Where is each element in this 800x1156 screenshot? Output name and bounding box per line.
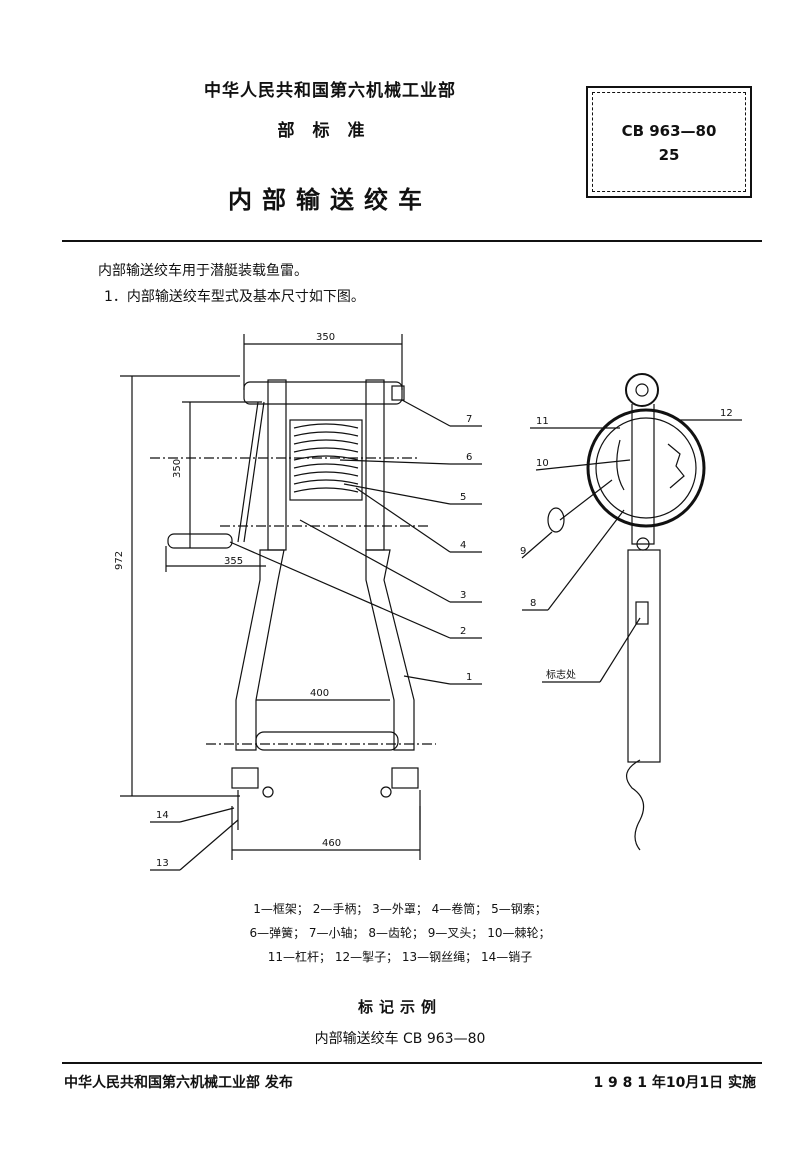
callout-14: 14: [156, 810, 169, 821]
dim-460: 460: [322, 838, 341, 849]
winch-drawing: 350 350 972 355 400 460 7 6 5 4 3 2 1 14…: [114, 332, 742, 871]
callout-7: 7: [466, 414, 472, 425]
standard-code: CB 963—80: [621, 122, 717, 140]
callout-13: 13: [156, 858, 169, 869]
standard-type: 部标准: [277, 121, 383, 141]
document-title: 内部输送绞车: [228, 186, 432, 214]
callout-11: 11: [536, 416, 549, 427]
dim-350-top: 350: [316, 332, 335, 343]
callout-2: 2: [460, 626, 466, 637]
legend-line-1: 1—框架； 2—手柄； 3—外罩； 4—卷筒； 5—钢索；: [253, 902, 547, 916]
marking-example-title: 标记示例: [357, 998, 442, 1016]
standard-code-box: CB 963—80 25: [586, 86, 752, 198]
callout-4: 4: [460, 540, 466, 551]
clause-1-text: 1．内部输送绞车型式及基本尺寸如下图。: [104, 289, 365, 305]
legend-line-3: 11—杠杆； 12—掣子； 13—钢丝绳； 14—销子: [267, 950, 533, 964]
callout-10: 10: [536, 458, 549, 469]
callout-8: 8: [530, 598, 536, 609]
callout-1: 1: [466, 672, 472, 683]
legend-line-2: 6—弹簧； 7—小轴； 8—齿轮； 9—叉头； 10—棘轮；: [249, 926, 551, 940]
mark-location-label: 标志处: [546, 668, 576, 681]
callout-9: 9: [520, 546, 526, 557]
dim-355: 355: [224, 556, 243, 567]
standard-code-sub: 25: [658, 146, 680, 164]
effective-date: 1 9 8 1 年10月1日 实施: [593, 1075, 756, 1091]
footer-rule: [62, 1062, 762, 1064]
dim-350-side: 350: [172, 459, 183, 478]
callout-3: 3: [460, 590, 466, 601]
intro-text: 内部输送绞车用于潜艇装载鱼雷。: [98, 263, 308, 279]
dim-972: 972: [114, 551, 125, 570]
marking-example-text: 内部输送绞车 CB 963—80: [314, 1031, 486, 1047]
callout-6: 6: [466, 452, 472, 463]
publisher-line: 中华人民共和国第六机械工业部 发布: [64, 1075, 293, 1091]
callout-5: 5: [460, 492, 466, 503]
dim-400: 400: [310, 688, 329, 699]
issuing-ministry: 中华人民共和国第六机械工业部: [204, 81, 456, 101]
header-rule: [62, 240, 762, 242]
callout-12: 12: [720, 408, 733, 419]
